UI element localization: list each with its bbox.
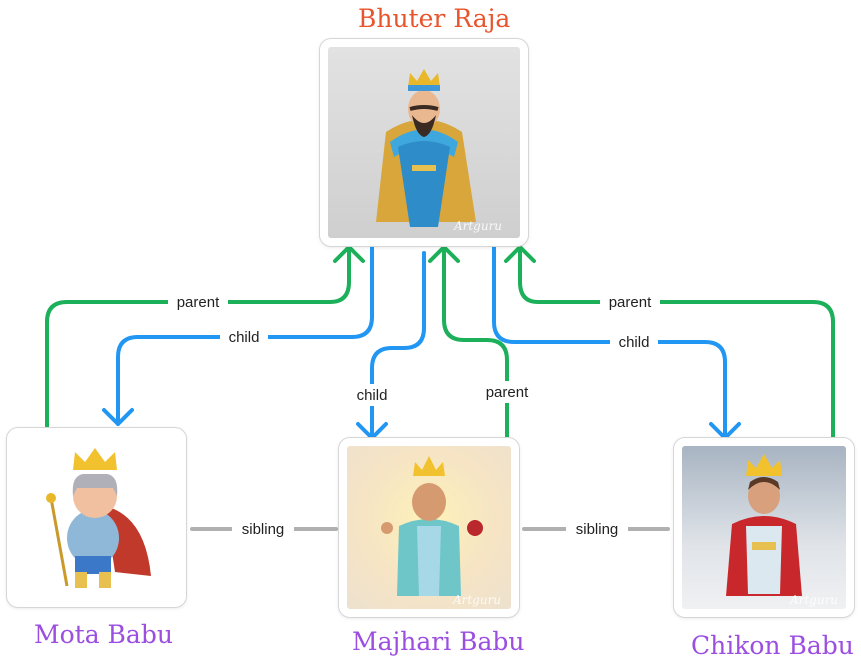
- watermark: Artguru: [453, 219, 502, 233]
- edge-label-parent-majhari: parent: [486, 384, 529, 401]
- king-image: Artguru: [328, 47, 520, 238]
- edge-parent-majhari-arrow: [428, 245, 460, 263]
- mota-babu-illustration: [46, 448, 151, 588]
- mota-babu-image: [15, 436, 178, 599]
- edge-parent-mota-arrow: [333, 245, 365, 263]
- node-card-majhari-babu[interactable]: Artguru: [338, 437, 520, 618]
- watermark: Artguru: [452, 593, 501, 607]
- edge-child-mota-arrow: [102, 408, 134, 426]
- edge-label-parent-mota: parent: [177, 294, 220, 311]
- chikon-babu-illustration: Artguru: [726, 454, 838, 607]
- majhari-babu-illustration: Artguru: [381, 456, 501, 607]
- king-illustration: Artguru: [376, 69, 502, 233]
- edge-parent-chikon-arrow: [504, 245, 536, 263]
- edge-child-chikon: [492, 241, 727, 440]
- edge-child-majhari: [370, 251, 426, 440]
- node-card-chikon-babu[interactable]: Artguru: [673, 437, 855, 618]
- chikon-babu-image: Artguru: [682, 446, 846, 609]
- node-card-mota-babu[interactable]: [6, 427, 187, 608]
- node-title-chikon-babu: Chikon Babu: [691, 631, 854, 660]
- edge-parent-chikon: [518, 245, 835, 443]
- majhari-babu-image: Artguru: [347, 446, 511, 609]
- edge-label-sibling-left: sibling: [242, 521, 285, 538]
- node-title-bhuter-raja: Bhuter Raja: [358, 4, 511, 33]
- watermark: Artguru: [789, 593, 838, 607]
- node-title-majhari-babu: Majhari Babu: [352, 627, 525, 656]
- edge-label-sibling-right: sibling: [576, 521, 619, 538]
- edge-parent-mota: [45, 245, 351, 434]
- node-card-bhuter-raja[interactable]: Artguru: [319, 38, 529, 247]
- edge-label-child-majhari: child: [357, 387, 388, 404]
- edge-label-child-chikon: child: [619, 334, 650, 351]
- edge-label-child-mota: child: [229, 329, 260, 346]
- edge-parent-majhari: [442, 245, 509, 443]
- node-title-mota-babu: Mota Babu: [34, 620, 173, 649]
- edge-label-parent-chikon: parent: [609, 294, 652, 311]
